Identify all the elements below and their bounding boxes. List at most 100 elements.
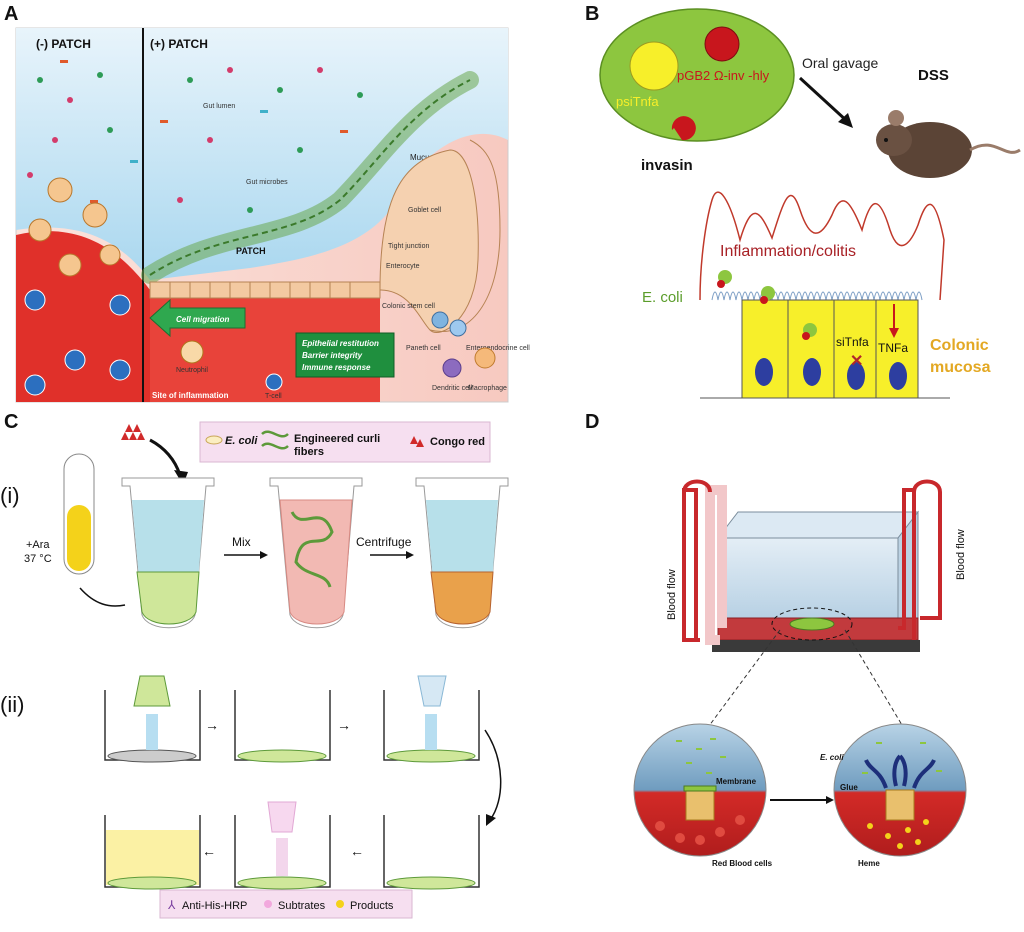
legend-antihis: Anti-His-HRP <box>182 900 247 912</box>
legend-congo: Congo red <box>430 436 485 448</box>
insert-left <box>685 789 715 821</box>
mouse-icon <box>876 110 1021 178</box>
pos-patch-label: (+) PATCH <box>150 37 208 51</box>
immune-cell-icon <box>24 289 46 311</box>
panel-c: C E. coli Engineered curli fibers Congo … <box>0 411 509 919</box>
panel-d-letter: D <box>585 411 599 433</box>
mix-label: Mix <box>232 535 251 549</box>
nucleus-icon <box>889 362 907 390</box>
psitnfa-plasmid-icon <box>629 41 679 91</box>
flow-arrow-icon: ← <box>202 843 216 859</box>
nucleus-icon <box>755 358 773 386</box>
blood-flow-right-label: Blood flow <box>955 529 967 580</box>
gut-microbes <box>27 60 363 213</box>
gut-microbes-label: Gut microbes <box>246 179 288 186</box>
neg-patch-label: (-) PATCH <box>36 37 91 51</box>
invasin-plasmid-icon <box>704 26 740 62</box>
patch-fibers <box>149 79 471 276</box>
panel-d: D Blood flow Blood flow <box>585 411 967 868</box>
panel-b: B pGB2 Ω-inv -hly psiTnfa invasin Oral g… <box>585 3 1021 399</box>
heme-right <box>867 819 929 849</box>
outcome-box <box>295 332 395 378</box>
colonic-crypt <box>379 149 479 333</box>
tnfa-label: TNFa <box>878 341 908 355</box>
culture-liquid <box>67 505 91 571</box>
nucleus-icon <box>847 362 865 390</box>
membrane-icon <box>683 785 717 792</box>
oral-gavage-label: Oral gavage <box>802 55 878 71</box>
t-cell-icon <box>265 373 283 391</box>
mucosa-label: mucosa <box>930 359 991 376</box>
ecoli-legend-icon <box>205 435 223 445</box>
flow-arrow-icon: → <box>337 717 351 733</box>
tank-base <box>712 640 920 652</box>
goblet-cell-label: Goblet cell <box>408 207 442 214</box>
rbc-left <box>655 815 745 845</box>
neutrophil-label: Neutrophil <box>176 367 208 374</box>
macrophage-icon <box>474 347 496 369</box>
flow-arrow-icon: ← <box>350 843 364 859</box>
panel-c-letter: C <box>4 411 18 433</box>
tube-loop-right <box>912 479 942 620</box>
epithelium-row <box>149 281 381 299</box>
congo-legend-icon <box>410 436 418 444</box>
paneth-cell-label: Paneth cell <box>406 345 441 352</box>
tube-3 <box>415 477 509 629</box>
ecoli-label: E. coli <box>820 753 844 762</box>
legend-ecoli: E. coli <box>225 435 258 447</box>
antihis-legend-icon: ⅄ <box>167 898 176 912</box>
macrophage-label: Macrophage <box>468 385 507 392</box>
colonic-label: Colonic <box>930 337 989 354</box>
invasin-dot-icon <box>802 332 810 340</box>
immune-response-label: Immune response <box>302 363 371 372</box>
nucleus-icon <box>803 358 821 386</box>
products-legend-icon <box>336 900 344 908</box>
colonic-mucosa-cells <box>741 299 919 399</box>
blood-flow-left-label: Blood flow <box>666 569 678 620</box>
congo-arrow <box>149 438 182 476</box>
membrane-label: Membrane <box>716 777 757 786</box>
gavage-arrowhead <box>838 113 853 128</box>
curli-legend-icon <box>261 430 289 450</box>
legend-curli-fibers: fibers <box>294 446 324 458</box>
well-6 <box>104 815 201 890</box>
psitnfa-label: psiTnfa <box>616 94 659 109</box>
invasin-label: invasin <box>641 157 693 174</box>
tube-loop-right-outline <box>898 488 916 640</box>
invasin-icon <box>671 116 696 141</box>
ara-label: +Ara <box>26 539 50 551</box>
gavage-arrow <box>798 76 850 124</box>
transfer-arrow <box>79 587 126 607</box>
dendritic-cell-label: Dendritic cell <box>432 385 473 392</box>
invasin-dot-icon <box>717 280 725 288</box>
dss-label: DSS <box>918 67 949 84</box>
step-i-label: (i) <box>0 483 20 508</box>
patch-label: PATCH <box>236 246 266 256</box>
immune-cell-icon <box>24 374 46 396</box>
culture-label: Culture <box>776 807 805 816</box>
legend-curli: Engineered curli <box>294 433 380 445</box>
paneth-cell-icon <box>449 319 467 337</box>
centrifuge-label: Centrifuge <box>356 535 412 549</box>
well-5 <box>234 801 331 890</box>
macrophage-cluster <box>28 177 121 277</box>
well-3 <box>383 675 480 763</box>
panel-b-letter: B <box>585 3 599 25</box>
flow-arrow-icon: → <box>205 717 219 733</box>
well-2 <box>234 690 331 763</box>
rbc-label: Red Blood cells <box>712 859 773 868</box>
immune-cell-icon <box>109 359 131 381</box>
zoom-connector-right <box>844 629 906 731</box>
ecoli-label: E. coli <box>642 289 683 306</box>
stem-cell-icon <box>431 311 449 329</box>
legend-bottom <box>159 889 413 919</box>
epithelial-restitution-label: Epithelial restitution <box>302 339 379 348</box>
invasin-dot-icon <box>760 296 768 304</box>
inflammation-label: Inflammation/colitis <box>720 243 856 260</box>
colonic-stem-cell-label: Colonic stem cell <box>382 303 435 310</box>
tube-2 <box>269 477 363 629</box>
tube-loop-left-outline <box>682 488 700 642</box>
ecoli-swarm-left <box>676 738 726 774</box>
microvilli <box>711 291 923 301</box>
step-ii-label: (ii) <box>0 692 24 717</box>
